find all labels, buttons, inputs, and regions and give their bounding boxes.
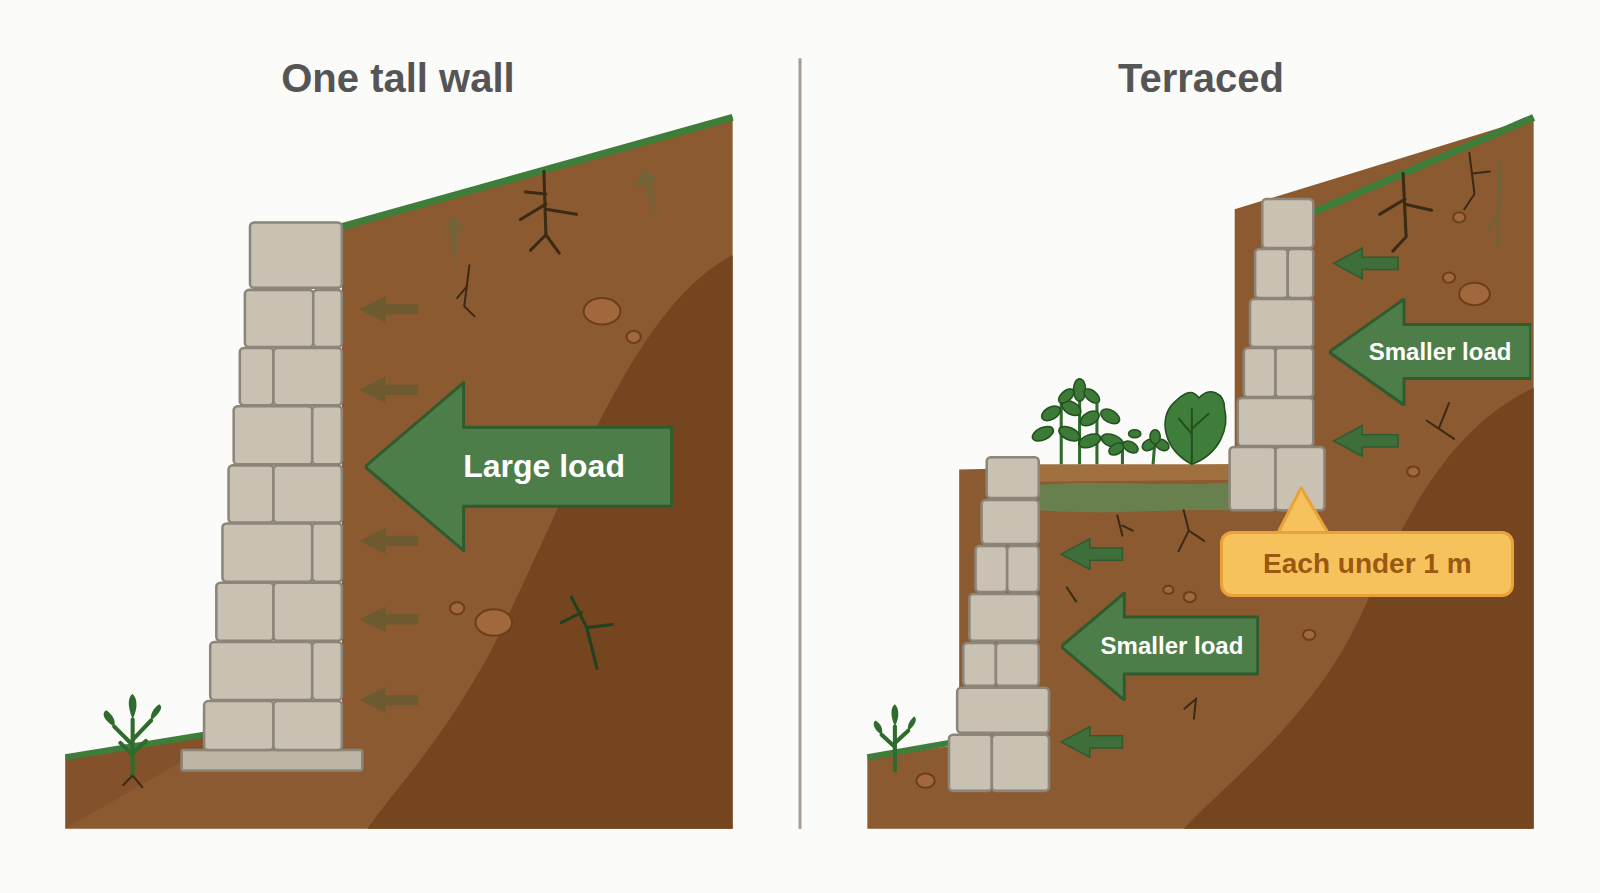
load-arrow: Smaller load: [1329, 298, 1532, 406]
tall-wall: [182, 223, 363, 771]
load-label: Smaller load: [1369, 340, 1512, 364]
right-soil: [867, 117, 1533, 828]
panel-title: Terraced: [1118, 58, 1284, 98]
upper-terrace-wall: [1230, 199, 1325, 510]
lower-terrace-wall: [949, 457, 1049, 791]
left-soil: [65, 117, 732, 828]
callout-pointer: [1278, 488, 1329, 534]
load-arrow: Smaller load: [1061, 592, 1259, 701]
load-label: Smaller load: [1101, 634, 1244, 658]
callout-box: Each under 1 m: [1220, 531, 1514, 597]
panel-divider: [798, 58, 801, 828]
load-arrow: Large load: [365, 381, 673, 552]
load-label: Large load: [463, 450, 625, 482]
panel-title: One tall wall: [281, 58, 514, 98]
callout-label: Each under 1 m: [1263, 548, 1472, 580]
